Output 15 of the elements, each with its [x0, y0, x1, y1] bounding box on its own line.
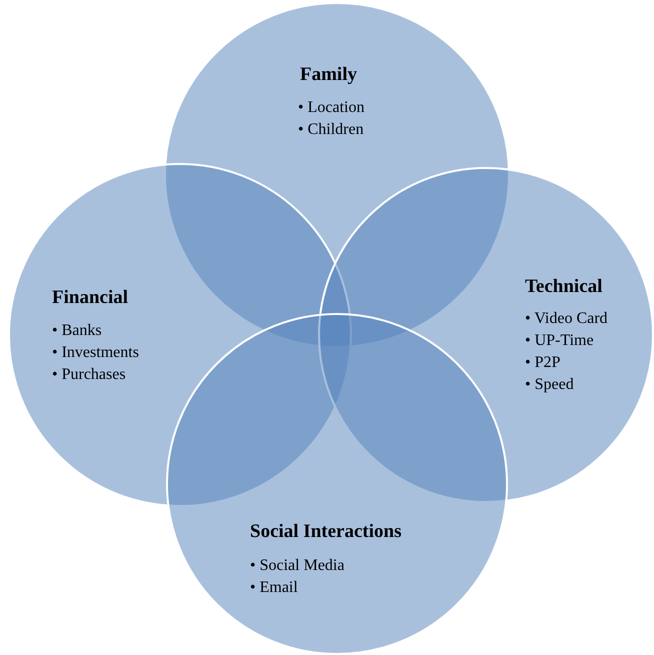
list-item: • P2P [525, 353, 560, 373]
list-item: • Investments [52, 343, 139, 363]
list-item: • Location [298, 98, 364, 118]
list-item: • Social Media [250, 556, 344, 576]
list-item: • Purchases [52, 365, 126, 385]
circle-heading: Technical [525, 276, 602, 298]
list-item: • Children [298, 120, 364, 140]
list-item: • Speed [525, 375, 574, 395]
circle-heading: Financial [52, 287, 128, 309]
list-item: • Email [250, 578, 298, 598]
circle-heading: Family [300, 64, 357, 86]
list-item: • Video Card [525, 309, 608, 329]
circle-heading: Social Interactions [250, 521, 402, 543]
list-item: • Banks [52, 321, 102, 341]
list-item: • UP-Time [525, 331, 594, 351]
